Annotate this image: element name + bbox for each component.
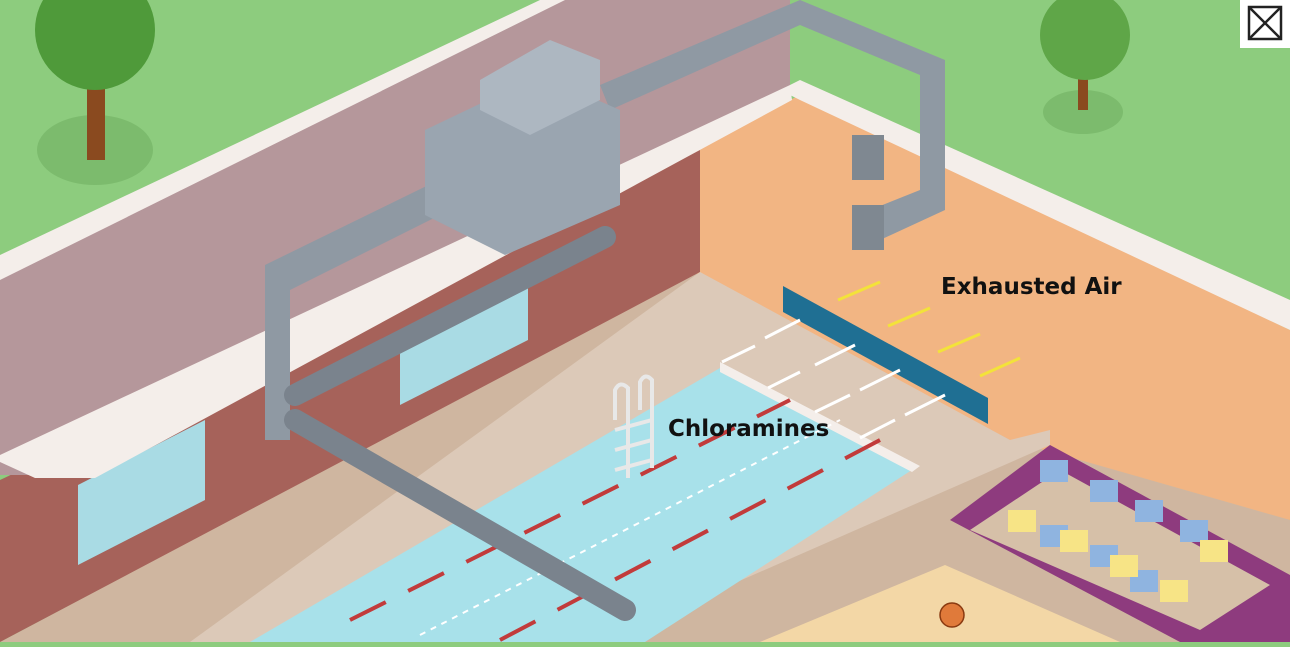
basketball-icon bbox=[939, 602, 965, 628]
exhaust-arrows bbox=[837, 280, 1021, 378]
supply-pipe bbox=[284, 226, 636, 621]
lane-line bbox=[349, 398, 791, 622]
exhaust-grille bbox=[783, 286, 988, 424]
exhaust-wall bbox=[690, 95, 1290, 520]
basketball-court bbox=[760, 565, 1120, 642]
roof-edge bbox=[0, 0, 565, 280]
exhaust-wall-top bbox=[780, 80, 1290, 330]
close-icon bbox=[1247, 5, 1283, 41]
tree-icon bbox=[1040, 0, 1130, 134]
bleachers bbox=[950, 445, 1290, 642]
pool-ladder bbox=[613, 374, 654, 478]
lane-line bbox=[499, 438, 881, 642]
chloramines-label: Chloramines bbox=[668, 416, 830, 442]
hvac-unit bbox=[425, 40, 620, 255]
exhausted-air-label: Exhausted Air bbox=[941, 274, 1122, 300]
pool-water bbox=[250, 368, 915, 642]
tree-icon bbox=[35, 0, 155, 185]
chloramine-arrows bbox=[721, 318, 946, 440]
window bbox=[78, 420, 205, 565]
close-button[interactable] bbox=[1240, 0, 1290, 48]
wall-vent bbox=[852, 135, 884, 180]
wall-vent bbox=[852, 205, 884, 250]
